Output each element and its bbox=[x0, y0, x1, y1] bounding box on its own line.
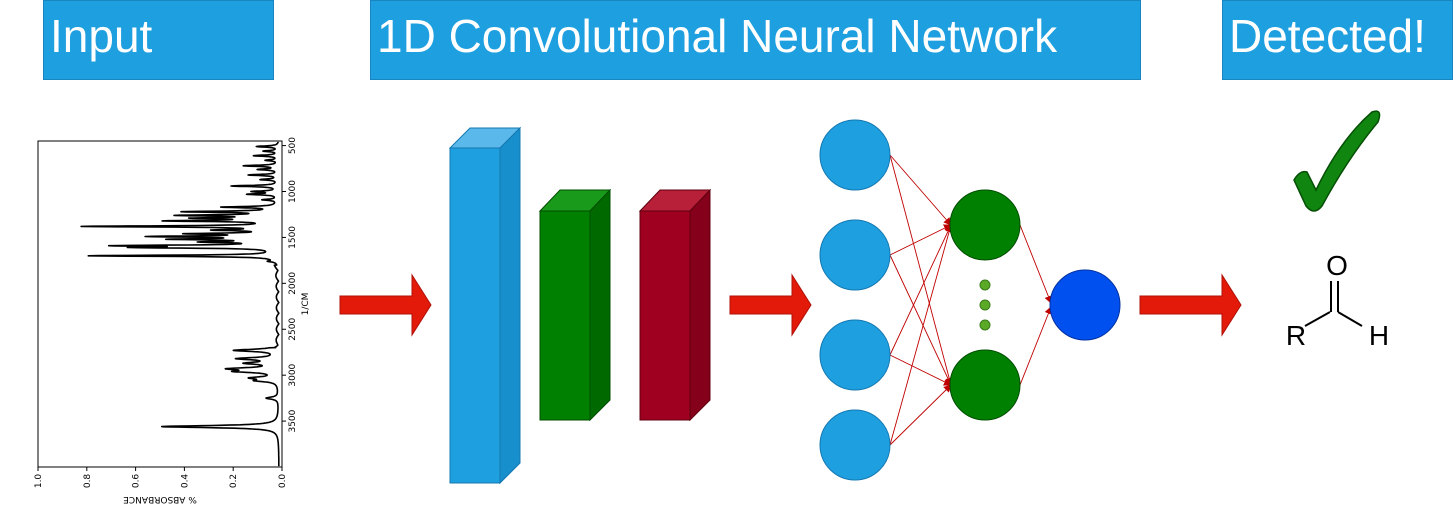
y-tick-label: 0.8 bbox=[83, 474, 93, 489]
connection bbox=[889, 154, 954, 386]
network-banner: 1D Convolutional Neural Network bbox=[370, 0, 1141, 80]
ir-spectrum-chart: 500 1000 1500 2000 2500 3000 3500 1.0 0.8 0.6 0.4… bbox=[34, 137, 311, 504]
r-group-label: R bbox=[1286, 320, 1306, 351]
ellipsis-dot bbox=[979, 299, 991, 311]
y-tick-label: 0.2 bbox=[229, 474, 239, 488]
wavenumber-ticks: 500 1000 1500 2000 2500 3000 3500 bbox=[282, 137, 298, 433]
x-tick-label: 2500 bbox=[288, 318, 298, 341]
y-axis-label: % ABSORBANCE bbox=[123, 494, 197, 504]
connection bbox=[889, 354, 952, 386]
connection bbox=[1019, 306, 1053, 386]
x-tick-label: 3500 bbox=[288, 409, 298, 432]
connection bbox=[1019, 224, 1053, 304]
output-banner: Detected! bbox=[1222, 0, 1453, 80]
hidden-neuron bbox=[949, 349, 1021, 421]
y-tick-label: 1.0 bbox=[34, 474, 44, 489]
spectrum-line bbox=[80, 141, 280, 467]
aldehyde-structure-icon: O R H bbox=[1286, 250, 1389, 351]
output-neuron bbox=[1049, 269, 1121, 341]
right-arrow-icon bbox=[729, 273, 812, 337]
absorbance-ticks: 1.0 0.8 0.6 0.4 0.2 0.0 bbox=[34, 467, 288, 488]
connection bbox=[889, 254, 952, 386]
connection bbox=[889, 224, 952, 356]
input-neuron bbox=[819, 119, 891, 191]
input-neuron bbox=[819, 409, 891, 481]
hidden-neuron bbox=[949, 189, 1021, 261]
conv-block-1 bbox=[448, 126, 522, 485]
network-banner-label: 1D Convolutional Neural Network bbox=[377, 10, 1058, 62]
output-banner-label: Detected! bbox=[1229, 10, 1426, 62]
x-axis-label: 1/CM bbox=[301, 293, 311, 316]
hidden-layer bbox=[949, 189, 1021, 421]
oxygen-label: O bbox=[1326, 250, 1348, 281]
connection bbox=[889, 224, 952, 256]
output-layer bbox=[1049, 269, 1121, 341]
x-tick-label: 500 bbox=[288, 137, 298, 154]
x-tick-label: 2000 bbox=[288, 272, 298, 295]
ellipsis-dot bbox=[979, 319, 991, 331]
plot-frame bbox=[37, 140, 283, 468]
y-tick-label: 0.0 bbox=[278, 474, 288, 489]
input-neuron bbox=[819, 219, 891, 291]
input-banner: Input bbox=[43, 0, 274, 80]
network-connections bbox=[889, 154, 1053, 446]
ellipsis-dot bbox=[979, 279, 991, 291]
conv-block-2 bbox=[538, 188, 612, 422]
input-neuron bbox=[819, 319, 891, 391]
y-tick-label: 0.4 bbox=[180, 474, 190, 489]
checkmark-icon bbox=[1293, 110, 1381, 212]
right-arrow-icon bbox=[339, 273, 432, 337]
connection bbox=[889, 154, 952, 226]
connection bbox=[889, 224, 953, 446]
y-tick-label: 0.6 bbox=[132, 474, 142, 489]
x-tick-label: 1500 bbox=[288, 226, 298, 249]
conv-block-3 bbox=[638, 188, 712, 422]
hydrogen-label: H bbox=[1369, 320, 1389, 351]
x-tick-label: 3000 bbox=[288, 363, 298, 386]
x-tick-label: 1000 bbox=[288, 180, 298, 203]
connection bbox=[889, 384, 952, 446]
right-arrow-icon bbox=[1139, 273, 1242, 337]
input-layer bbox=[819, 119, 891, 481]
input-banner-label: Input bbox=[50, 10, 153, 62]
